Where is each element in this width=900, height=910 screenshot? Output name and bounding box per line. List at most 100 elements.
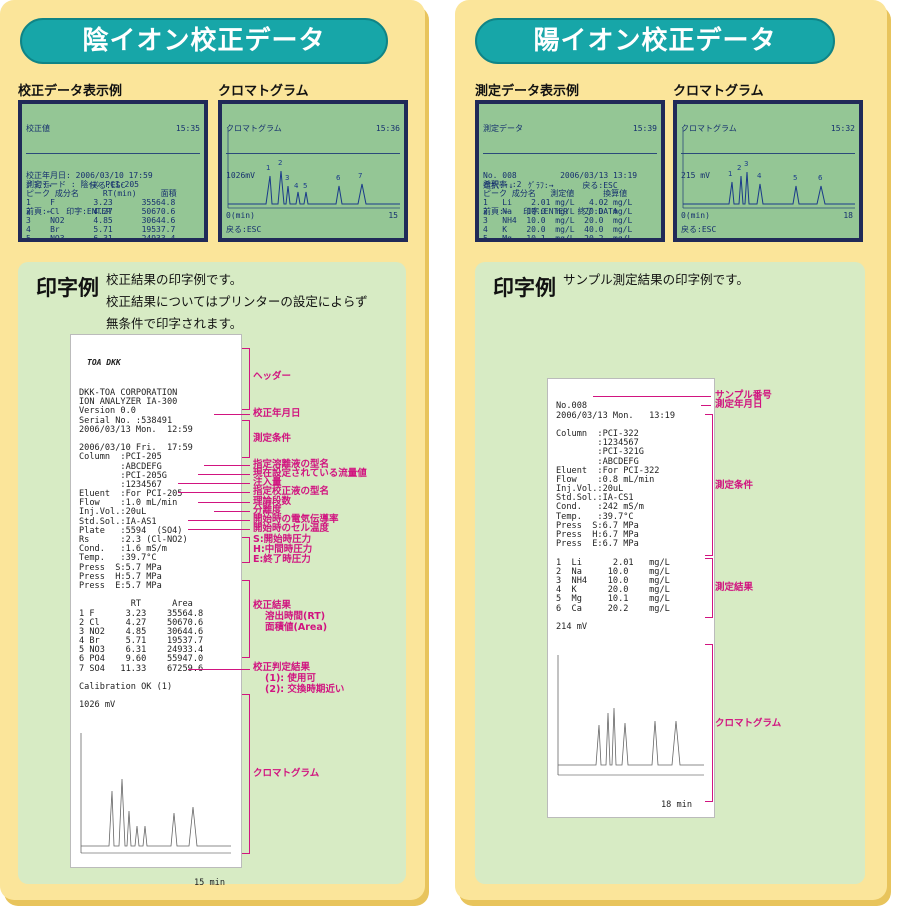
anno-line [178, 483, 250, 484]
text-line: 校正年月日: 2006/03/10 17:59 [26, 171, 153, 181]
bracket-header [242, 348, 250, 410]
lcd-footer: 選択:↑↓ ｸﾞﾗﾌ:→ 戻る:ESC [483, 180, 618, 190]
anno-header: ヘッダー [253, 371, 292, 382]
anno-ph: H:中間時圧力 [253, 544, 313, 555]
lcd-title: クロマトグラム [226, 123, 282, 133]
text-line: Press E:6.7 MPa [556, 539, 639, 550]
text-line: 7 SO4 11.33 67259.6 [79, 663, 204, 674]
svg-text:5: 5 [303, 182, 307, 190]
text-line: Inj.Vol.:20uL [556, 484, 624, 495]
bracket-chrom [242, 694, 250, 854]
text-line: :1234567 [79, 479, 162, 490]
text-line: 2 Na 10.0 mg/L 20.0 mg/L [483, 206, 633, 216]
text-line: 2006/03/13 Mon. 13:19 [556, 410, 675, 421]
anno-line [701, 405, 711, 406]
text-line: :ABCDEFG [79, 461, 162, 472]
anno-std: 指定校正液の型名 [253, 486, 330, 497]
lcd-footer: 前頁:← 印字:ENTER 終了:DATA [483, 207, 618, 217]
print-example-desc: サンプル測定結果の印字例です。 [563, 269, 749, 291]
lcd-ylabel: 1026mV [226, 171, 255, 181]
text-line: 4 Br 5.71 19537.7 [79, 636, 204, 647]
svg-text:4: 4 [294, 182, 299, 190]
anno-line [204, 465, 250, 466]
screen-label-data: 校正データ表示例 [18, 84, 123, 99]
text-line: RT Area [79, 599, 193, 610]
text-line: DKK-TOA CORPORATION [79, 388, 178, 399]
lcd-ylabel: 215 mV [681, 171, 710, 181]
anno-j1: (1): 使用可 [265, 673, 316, 684]
lcd-chromatogram-plot: 1 2 3 4 5 6 [682, 128, 855, 209]
screen-label-chromatogram: クロマトグラム [218, 84, 309, 99]
desc-line: 校正結果についてはプリンターの設定によらず [106, 294, 368, 309]
anno-line [593, 396, 711, 397]
text-line: 1 F 3.23 35564.8 [26, 198, 176, 208]
text-line: Column :PCI-322 [556, 428, 639, 439]
text-line: 3 NO2 4.85 30644.6 [26, 215, 176, 225]
anno-line [188, 669, 250, 670]
anno-line [178, 492, 250, 493]
text-line: Std.Sol.:IA-CS1 [556, 493, 634, 504]
lcd-xlabel-left: 0(min) [681, 211, 710, 220]
anno-line [188, 529, 250, 530]
svg-text:4: 4 [757, 172, 762, 180]
text-line: 214 mV [556, 621, 588, 632]
bracket-press [242, 537, 250, 563]
text-line: 3 NH4 10.0 mg/L [556, 575, 670, 586]
text-line: 1026 mV [79, 700, 116, 711]
anno-pe: E:終了時圧力 [253, 554, 311, 565]
anno-line [214, 414, 250, 415]
text-line: Press S:5.7 MPa [79, 562, 162, 573]
svg-text:1: 1 [728, 170, 732, 178]
anno-rt: 溶出時間(RT) [265, 611, 326, 622]
text-line: 5 NO3 6.31 24933.4 [26, 233, 176, 242]
anno-rs: 分離度 [253, 505, 282, 516]
anno-plate: 理論段数 [253, 496, 292, 507]
text-line: 3 NH4 10.0 mg/L 20.0 mg/L [483, 215, 633, 225]
text-line: 1 Li 2.01 mg/L [556, 557, 670, 568]
anno-flow: 現在設定されている流量値 [253, 468, 367, 479]
lcd-title: クロマトグラム [681, 123, 737, 133]
text-line: 6 PO4 9.60 55947.0 [79, 654, 204, 665]
screen-label-chromatogram: クロマトグラム [673, 84, 764, 99]
print-example-heading: 印字例 [493, 276, 556, 300]
svg-text:1: 1 [266, 164, 270, 172]
desc-line: 校正結果の印字例です。 [106, 272, 243, 287]
desc-line: サンプル測定結果の印字例です。 [563, 272, 749, 287]
text-line: 2 Na 10.0 mg/L [556, 566, 670, 577]
text-line: 5 NO3 6.31 24933.4 [79, 645, 204, 656]
print-example-desc: 校正結果の印字例です。 校正結果についてはプリンターの設定によらず 無条件で印字… [106, 269, 368, 335]
text-line: Press E:5.7 MPa [79, 580, 162, 591]
anno-cond: 測定条件 [715, 480, 754, 491]
bracket-cond [242, 420, 250, 458]
text-line: Eluent :For PCI-322 [556, 465, 660, 476]
lcd-time: 15:32 [830, 123, 855, 133]
svg-text:5: 5 [793, 174, 797, 182]
text-line: ピーク 成分名 測定値 換算値 [483, 189, 628, 199]
text-line: Press S:6.7 MPa [556, 520, 639, 531]
text-line: Temp. :39.7°C [79, 553, 157, 564]
text-line: 1 F 3.23 35564.8 [79, 608, 204, 619]
printout-xlabel: 18 min [660, 799, 692, 810]
lcd-xlabel-right: 18 [843, 211, 853, 220]
lcd-footer: 前頁:← 印字:ENTER [26, 207, 111, 217]
printout-chromatogram [80, 732, 231, 854]
text-line: ION ANALYZER IA-300 [79, 397, 178, 408]
text-line: Inj.Vol.:20uL [79, 507, 147, 518]
anno-line [188, 520, 250, 521]
svg-text:3: 3 [285, 174, 289, 182]
anno-eluent: 指定溶離液の型名 [253, 459, 330, 470]
text-line: Flow :1.0 mL/min [79, 498, 178, 509]
anno-result: 測定結果 [715, 582, 754, 593]
anno-result: 校正結果 [253, 600, 292, 611]
anno-chrom: クロマトグラム [715, 718, 782, 729]
print-example-heading: 印字例 [36, 276, 99, 300]
